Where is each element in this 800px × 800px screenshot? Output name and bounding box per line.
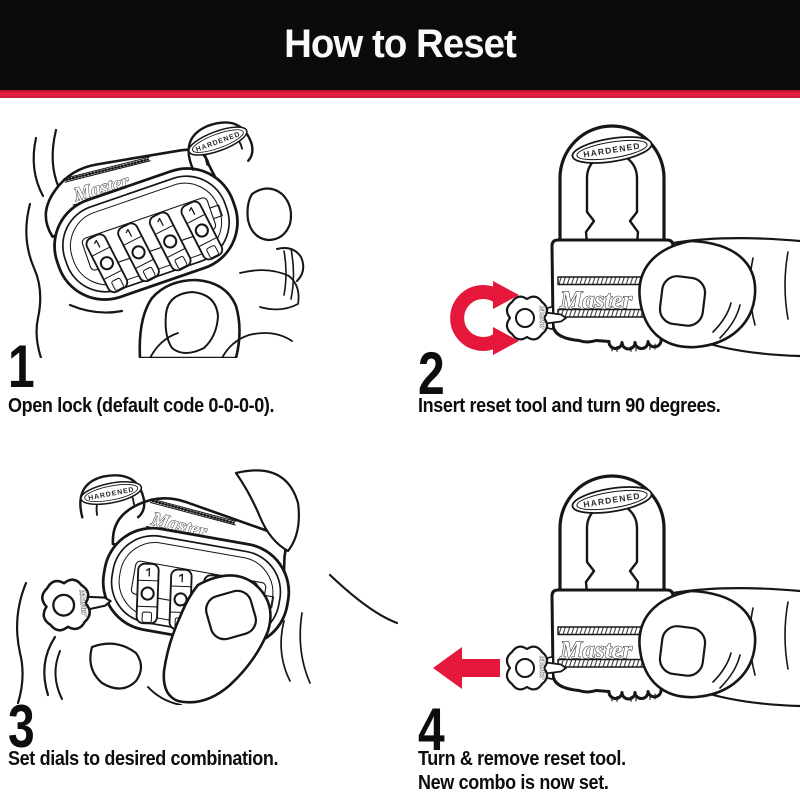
step1-caption-line1: Open lock (default code 0-0-0-0). — [8, 395, 275, 417]
fingertip-bottom-left — [89, 642, 143, 690]
step3-number: 3 — [8, 693, 35, 760]
palm-bottom-1 — [149, 332, 179, 358]
hand-fingers-left — [25, 128, 61, 358]
hand-fingers-left — [16, 581, 57, 705]
step2-illustration — [450, 110, 800, 360]
step2-caption: Insert reset tool and turn 90 degrees. — [418, 394, 721, 418]
step3-caption-line1: Set dials to desired combination. — [8, 748, 279, 770]
thumbnail — [164, 291, 219, 354]
left-arrow-icon — [433, 647, 500, 689]
step2-caption-line1: Insert reset tool and turn 90 degrees. — [418, 395, 721, 417]
padlock — [507, 476, 800, 706]
step1-illustration — [25, 116, 305, 358]
step4-number: 4 — [418, 696, 445, 763]
step3-caption: Set dials to desired combination. — [8, 747, 279, 771]
palm-bottom-2 — [221, 332, 293, 358]
thumb — [138, 278, 241, 358]
step3-illustration — [16, 469, 399, 705]
finger-under-lock — [68, 303, 124, 314]
step1-caption: Open lock (default code 0-0-0-0). — [8, 394, 275, 418]
padlock — [507, 126, 800, 356]
thumb — [162, 574, 272, 704]
index-finger-top — [234, 469, 300, 553]
palm-crease-1 — [280, 620, 291, 682]
page-title: How to Reset — [284, 22, 517, 66]
finger-curve-2 — [147, 686, 182, 705]
step1-number: 1 — [8, 333, 35, 400]
rotate-arrow-icon — [450, 281, 519, 355]
step2-number: 2 — [418, 340, 445, 407]
hand-front — [68, 187, 305, 358]
wrist-crease-2 — [290, 248, 295, 300]
step4-caption: Turn & remove reset tool. New combo is n… — [418, 747, 626, 795]
step4-illustration — [433, 460, 800, 710]
step4-caption-line1: Turn & remove reset tool. — [418, 748, 626, 770]
finger-right-2 — [276, 247, 305, 282]
finger-curve-1 — [54, 650, 63, 700]
hand-right-edge — [328, 573, 399, 625]
header-accent-stripe — [0, 90, 800, 98]
header-bar: How to Reset — [0, 0, 800, 90]
step4-caption-line2: New combo is now set. — [418, 772, 609, 794]
palm-crease-2 — [299, 612, 311, 684]
wrist-crease-1 — [283, 250, 287, 296]
hand-front — [54, 469, 399, 705]
palm-right — [239, 269, 300, 311]
thumbnail — [205, 589, 257, 641]
fingertip-right — [246, 187, 293, 242]
